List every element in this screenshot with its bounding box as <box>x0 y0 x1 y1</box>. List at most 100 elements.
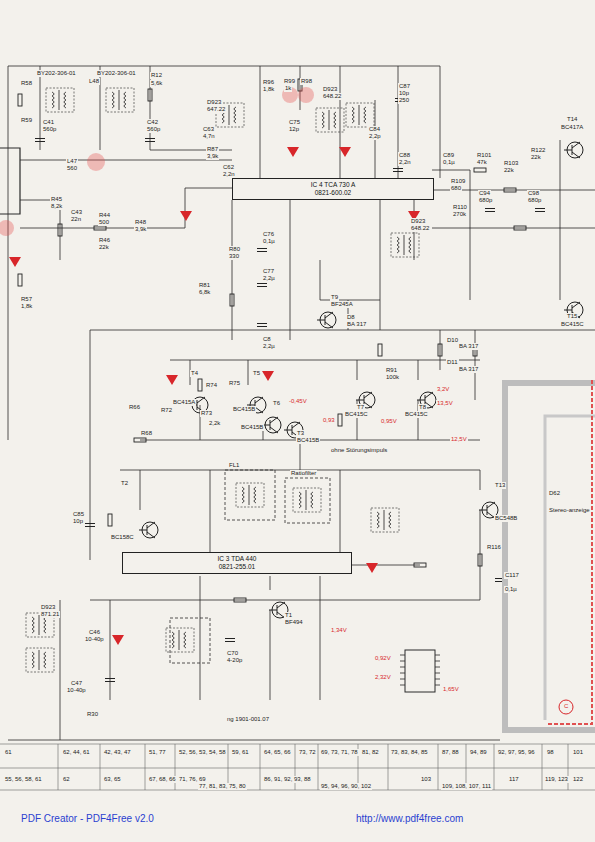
ic-box: IC 4 TCA 730 A0821-600.02 <box>232 178 434 200</box>
part-label: 100k <box>385 374 400 381</box>
part-label: 87, 88 <box>441 749 460 756</box>
part-label: C8 <box>262 336 272 343</box>
part-label: BY202-306-01 <box>96 70 137 77</box>
part-label: 94, 89 <box>469 749 488 756</box>
part-label: C85 <box>72 511 85 518</box>
part-label: 330 <box>228 253 240 260</box>
part-label: 22n <box>70 216 82 223</box>
part-label: R101 <box>476 152 492 159</box>
part-label: 0,1µ <box>442 159 456 166</box>
part-label: R30 <box>86 711 99 718</box>
part-label: C41 <box>42 119 55 126</box>
part-label: C46 <box>88 629 101 636</box>
part-label: 22k <box>530 154 542 161</box>
part-label: 2,2µ <box>262 275 276 282</box>
part-label: 63, 65 <box>103 776 122 783</box>
part-label: 10p <box>72 518 84 525</box>
part-label: 101 <box>572 749 584 756</box>
part-label: 0,1µ <box>504 586 518 593</box>
watermark: http://www.pdf4free.com <box>355 813 464 825</box>
part-label: 560 <box>66 165 78 172</box>
part-label: 47k <box>476 159 488 166</box>
part-label: 871.21 <box>40 611 60 618</box>
voltage-reading: 1,65V <box>442 686 460 693</box>
part-label: C47 <box>70 680 83 687</box>
part-label: 680p <box>527 197 542 204</box>
part-label: BC415B <box>240 424 264 431</box>
part-label: C42 <box>146 119 159 126</box>
part-label: BA 317 <box>458 366 479 373</box>
part-label: R66 <box>128 404 141 411</box>
part-label: 10-40p <box>66 687 87 694</box>
part-label: C63 <box>202 126 215 133</box>
part-label: 119, 123 <box>544 776 569 783</box>
part-label: BF245A <box>330 301 354 308</box>
voltage-reading: 2,32V <box>374 674 392 681</box>
part-label: T3 <box>296 430 305 437</box>
part-label: 117 <box>508 776 520 783</box>
part-label: R96 <box>262 79 275 86</box>
part-label: ohne Störungsimpuls <box>330 447 388 454</box>
part-label: D923 <box>206 99 222 106</box>
voltage-reading: 12,5V <box>450 436 468 443</box>
part-label: R99 <box>283 78 296 85</box>
part-label: 77, 81, 83, 75, 80 <box>198 783 247 790</box>
voltage-reading: 3,2V <box>436 386 450 393</box>
part-label: 680p <box>478 197 493 204</box>
part-label: 2,2n <box>398 159 412 166</box>
part-label: T13 <box>494 482 506 489</box>
part-label: 560p <box>42 126 57 133</box>
part-label: R122 <box>530 147 546 154</box>
part-label: R81 <box>198 282 211 289</box>
part-label: R75 <box>228 380 241 387</box>
part-label: 3,9k <box>206 153 219 160</box>
part-label: 10p <box>398 90 410 97</box>
part-label: L47 <box>66 158 78 165</box>
part-label: R57 <box>20 296 33 303</box>
part-label: D923 <box>40 604 56 611</box>
voltage-reading: -0,45V <box>288 398 308 405</box>
part-label: 86, 91, 92, 93, 88 <box>263 776 312 783</box>
part-label: 109, 108, 107, 111 <box>441 783 492 790</box>
part-label: 10-40p <box>84 636 105 643</box>
part-label: R98 <box>300 78 313 85</box>
part-label: Stereo-anzeige <box>548 507 591 514</box>
part-label: BF494 <box>284 619 304 626</box>
part-label: T2 <box>120 480 129 487</box>
part-label: R74 <box>205 382 218 389</box>
part-label: R110 <box>452 204 468 211</box>
part-label: 81, 82 <box>361 749 380 756</box>
part-label: BA 317 <box>458 343 479 350</box>
part-label: R46 <box>98 237 111 244</box>
part-label: L48 <box>88 78 100 85</box>
ic-part-number: 0821-600.02 <box>239 189 427 197</box>
ic-part-number: 0821-255.01 <box>129 563 345 571</box>
voltage-reading: C <box>563 703 569 710</box>
ic-type: IC 3 TDA 440 <box>129 555 345 563</box>
part-label: 71, 76, 69 <box>178 776 207 783</box>
part-label: D62 <box>548 490 561 497</box>
voltage-reading: 0,95V <box>380 418 398 425</box>
part-label: R103 <box>503 160 519 167</box>
voltage-reading: 13,5V <box>436 400 454 407</box>
part-label: R87 <box>206 146 219 153</box>
part-label: 5,6k <box>150 80 163 87</box>
part-label: 2,2p <box>368 133 382 140</box>
part-label: C88 <box>398 152 411 159</box>
part-label: BY202-306-01 <box>36 70 77 77</box>
part-label: C76 <box>262 231 275 238</box>
part-label: C94 <box>478 190 491 197</box>
part-label: BC415B <box>232 406 256 413</box>
part-label: BC415C <box>344 411 369 418</box>
part-label: T1 <box>284 612 293 619</box>
part-label: Ratiofilter <box>290 470 317 477</box>
voltage-reading: 0,92V <box>374 655 392 662</box>
part-label: T5 <box>252 370 261 377</box>
part-label: T4 <box>190 370 199 377</box>
part-label: 42, 43, 47 <box>103 749 132 756</box>
part-label: 59, 61 <box>231 749 250 756</box>
part-label: C75 <box>288 119 301 126</box>
part-label: 270k <box>452 211 467 218</box>
part-label: FL1 <box>228 462 240 469</box>
ic-box: IC 3 TDA 4400821-255.01 <box>122 552 352 574</box>
